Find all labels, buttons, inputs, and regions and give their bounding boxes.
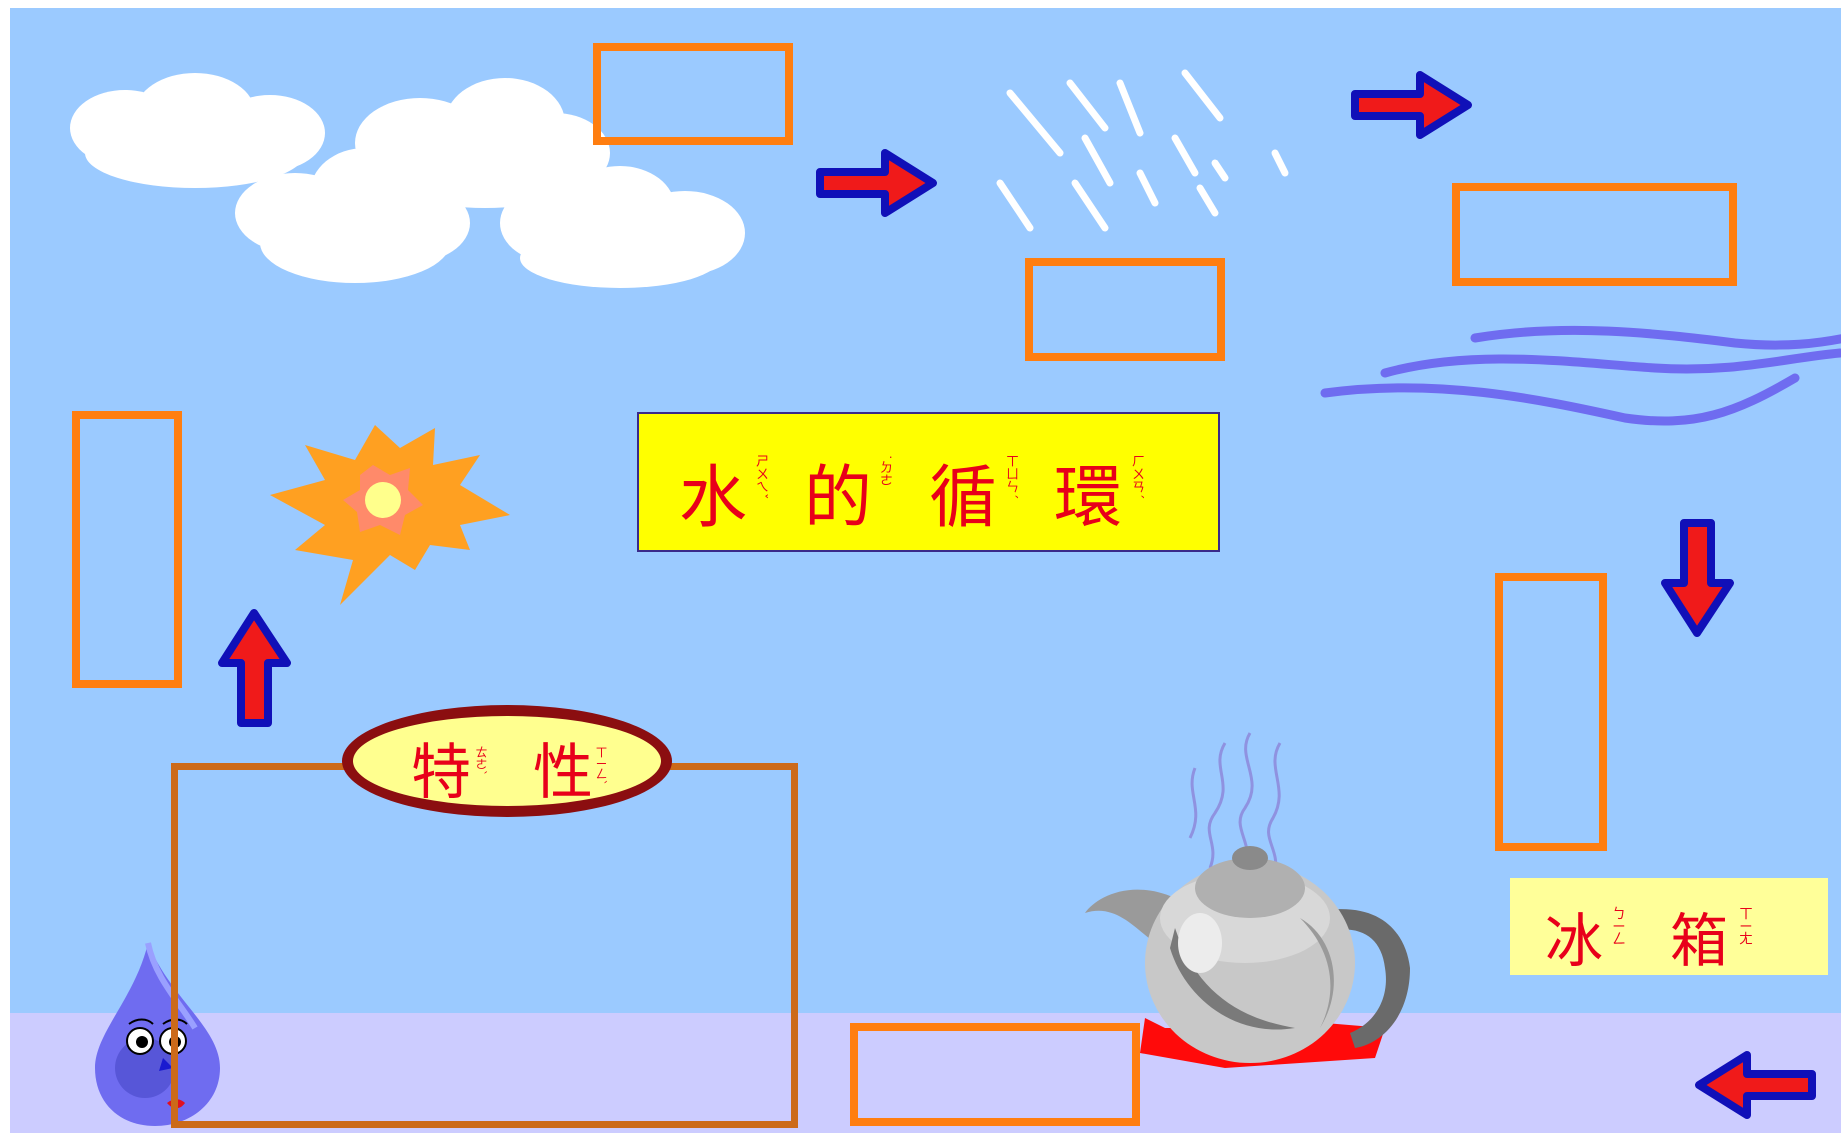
traits-zhuyin-2: ㄒㄧㄥˋ: [594, 746, 608, 786]
fridge-label: 冰 ㄅㄧㄥ 箱 ㄒㄧㄤ: [1510, 878, 1828, 975]
cloud-icon: [70, 73, 745, 288]
ground-background: [10, 1013, 1841, 1133]
traits-label: 特 ㄊㄜˋ 性 ㄒㄧㄥˋ: [342, 705, 672, 817]
title-char-3: 循: [929, 459, 998, 538]
rain-icon: [996, 69, 1289, 232]
wind-icon: [1320, 325, 1841, 426]
answer-slot-fridge[interactable]: [1495, 573, 1607, 851]
traits-char-2: 性: [533, 738, 593, 808]
water-cycle-slide: 特 ㄊㄜˋ 性 ㄒㄧㄥˋ 水 ㄕㄨㄟˇ 的 ˙ㄉㄜ 循 ㄒㄩㄣˊ 環 ㄏㄨㄢˊ …: [10, 8, 1841, 1133]
title-char-1: 水: [679, 459, 748, 538]
answer-slot-wind[interactable]: [1452, 183, 1737, 286]
answer-slot-kettle[interactable]: [850, 1023, 1140, 1126]
title-zhuyin-4: ㄏㄨㄢˊ: [1129, 454, 1144, 500]
answer-slot-sun[interactable]: [72, 411, 182, 688]
title-char-2: 的: [804, 459, 873, 538]
sun-icon: [270, 425, 510, 605]
arrow-icon[interactable]: [1350, 70, 1475, 140]
traits-panel[interactable]: [171, 763, 798, 1128]
page-title: 水 ㄕㄨㄟˇ 的 ˙ㄉㄜ 循 ㄒㄩㄣˊ 環 ㄏㄨㄢˊ: [637, 412, 1220, 552]
title-zhuyin-2: ˙ㄉㄜ: [877, 454, 892, 487]
title-zhuyin-3: ㄒㄩㄣˊ: [1003, 454, 1018, 500]
fridge-zhuyin-2: ㄒㄧㄤ: [1737, 906, 1753, 946]
traits-zhuyin-1: ㄊㄜˋ: [474, 746, 488, 776]
answer-slot-cloud[interactable]: [593, 43, 793, 145]
fridge-char-1: 冰: [1545, 907, 1604, 975]
answer-slot-rain[interactable]: [1025, 258, 1225, 361]
arrow-icon[interactable]: [1692, 1050, 1817, 1120]
arrow-icon[interactable]: [815, 148, 940, 218]
kettle-on-fire-icon: [1085, 732, 1410, 1068]
traits-char-1: 特: [411, 738, 471, 808]
title-zhuyin-1: ㄕㄨㄟˇ: [753, 454, 768, 500]
fridge-char-2: 箱: [1670, 907, 1729, 975]
fridge-zhuyin-1: ㄅㄧㄥ: [1610, 906, 1626, 946]
arrow-icon[interactable]: [217, 608, 292, 728]
arrow-icon[interactable]: [1660, 518, 1735, 638]
title-char-4: 環: [1054, 459, 1123, 538]
